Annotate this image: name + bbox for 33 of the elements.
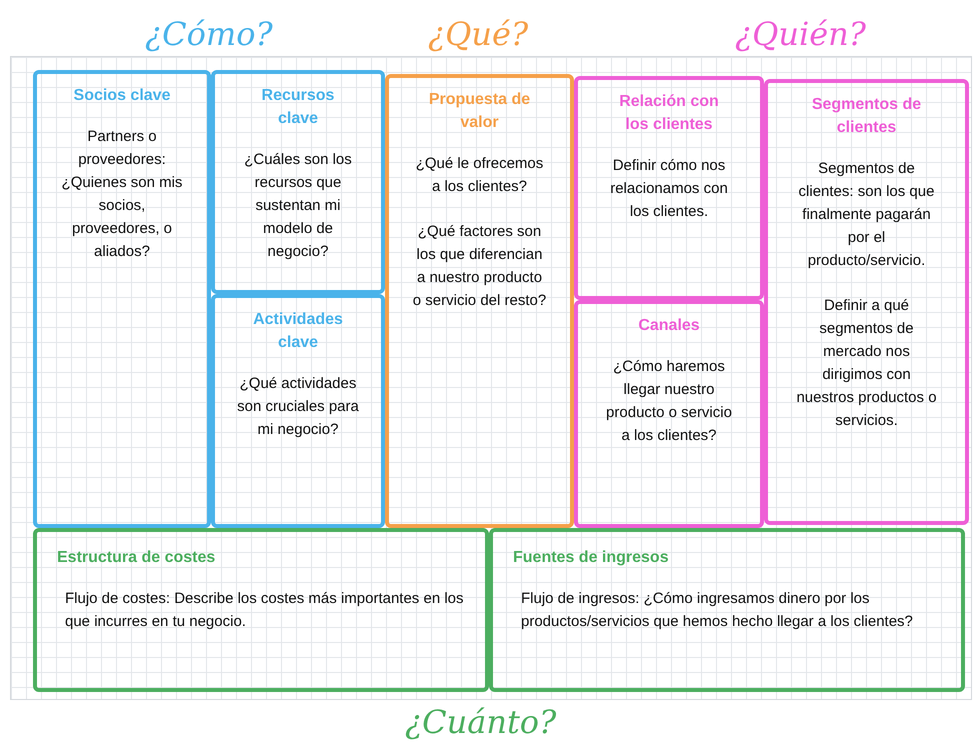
block-text: Partners o proveedores: ¿Quienes son mis socios, proveedores, o aliados? — [60, 127, 184, 262]
block-title: Propuesta de valor — [428, 90, 532, 133]
canvas-block — [211, 70, 385, 294]
canvas-block — [385, 74, 574, 528]
canvas-block — [574, 76, 764, 300]
block-text: ¿Qué factores son los que diferencian a nuestro producto o servicio del resto? — [412, 222, 547, 311]
block-title: Fuentes de ingresos — [513, 548, 669, 568]
block-title: Recursos clave — [260, 86, 336, 129]
canvas-block — [33, 70, 211, 528]
block-title: Socios clave — [74, 86, 170, 106]
block-text: Definir a qué segmentos de mercado nos dirigimos con nuestros productos o servicios. — [795, 296, 938, 431]
block-title: Canales — [638, 316, 700, 336]
block-text: ¿Qué actividades son cruciales para mi negocio? — [236, 374, 360, 440]
block-title: Actividades clave — [252, 310, 344, 353]
block-title: Estructura de costes — [57, 548, 216, 568]
block-title: Segmentos de clientes — [810, 95, 922, 138]
canvas-block — [574, 300, 764, 528]
block-text: Definir cómo nos relacionamos con los clientes. — [609, 156, 729, 222]
section-heading: ¿Quién? — [735, 14, 866, 54]
section-heading: ¿Cómo? — [145, 14, 273, 54]
block-text: Flujo de ingresos: ¿Cómo ingresamos dinero por los productos/servicios que hemos hecho llegar a los clientes? — [521, 589, 914, 632]
canvas-block — [211, 294, 385, 528]
canvas-block — [489, 528, 965, 692]
block-text: ¿Cómo haremos llegar nuestro producto o servicio a los clientes? — [605, 357, 733, 446]
canvas-block — [33, 528, 489, 692]
section-heading: ¿Qué? — [428, 14, 528, 54]
block-text: ¿Cuáles son los recursos que sustentan mi modelo de negocio? — [243, 150, 353, 262]
block-text: ¿Qué le ofrecemos a los clientes? — [414, 154, 544, 197]
section-heading: ¿Cuánto? — [405, 702, 556, 742]
block-title: Relación con los clientes — [618, 92, 720, 135]
block-text: Segmentos de clientes: son los que finalmente pagarán por el producto/servicio. — [798, 159, 936, 271]
canvas-block — [764, 79, 969, 525]
block-text: Flujo de costes: Describe los costes más importantes en los que incurres en tu negocio. — [65, 589, 465, 632]
